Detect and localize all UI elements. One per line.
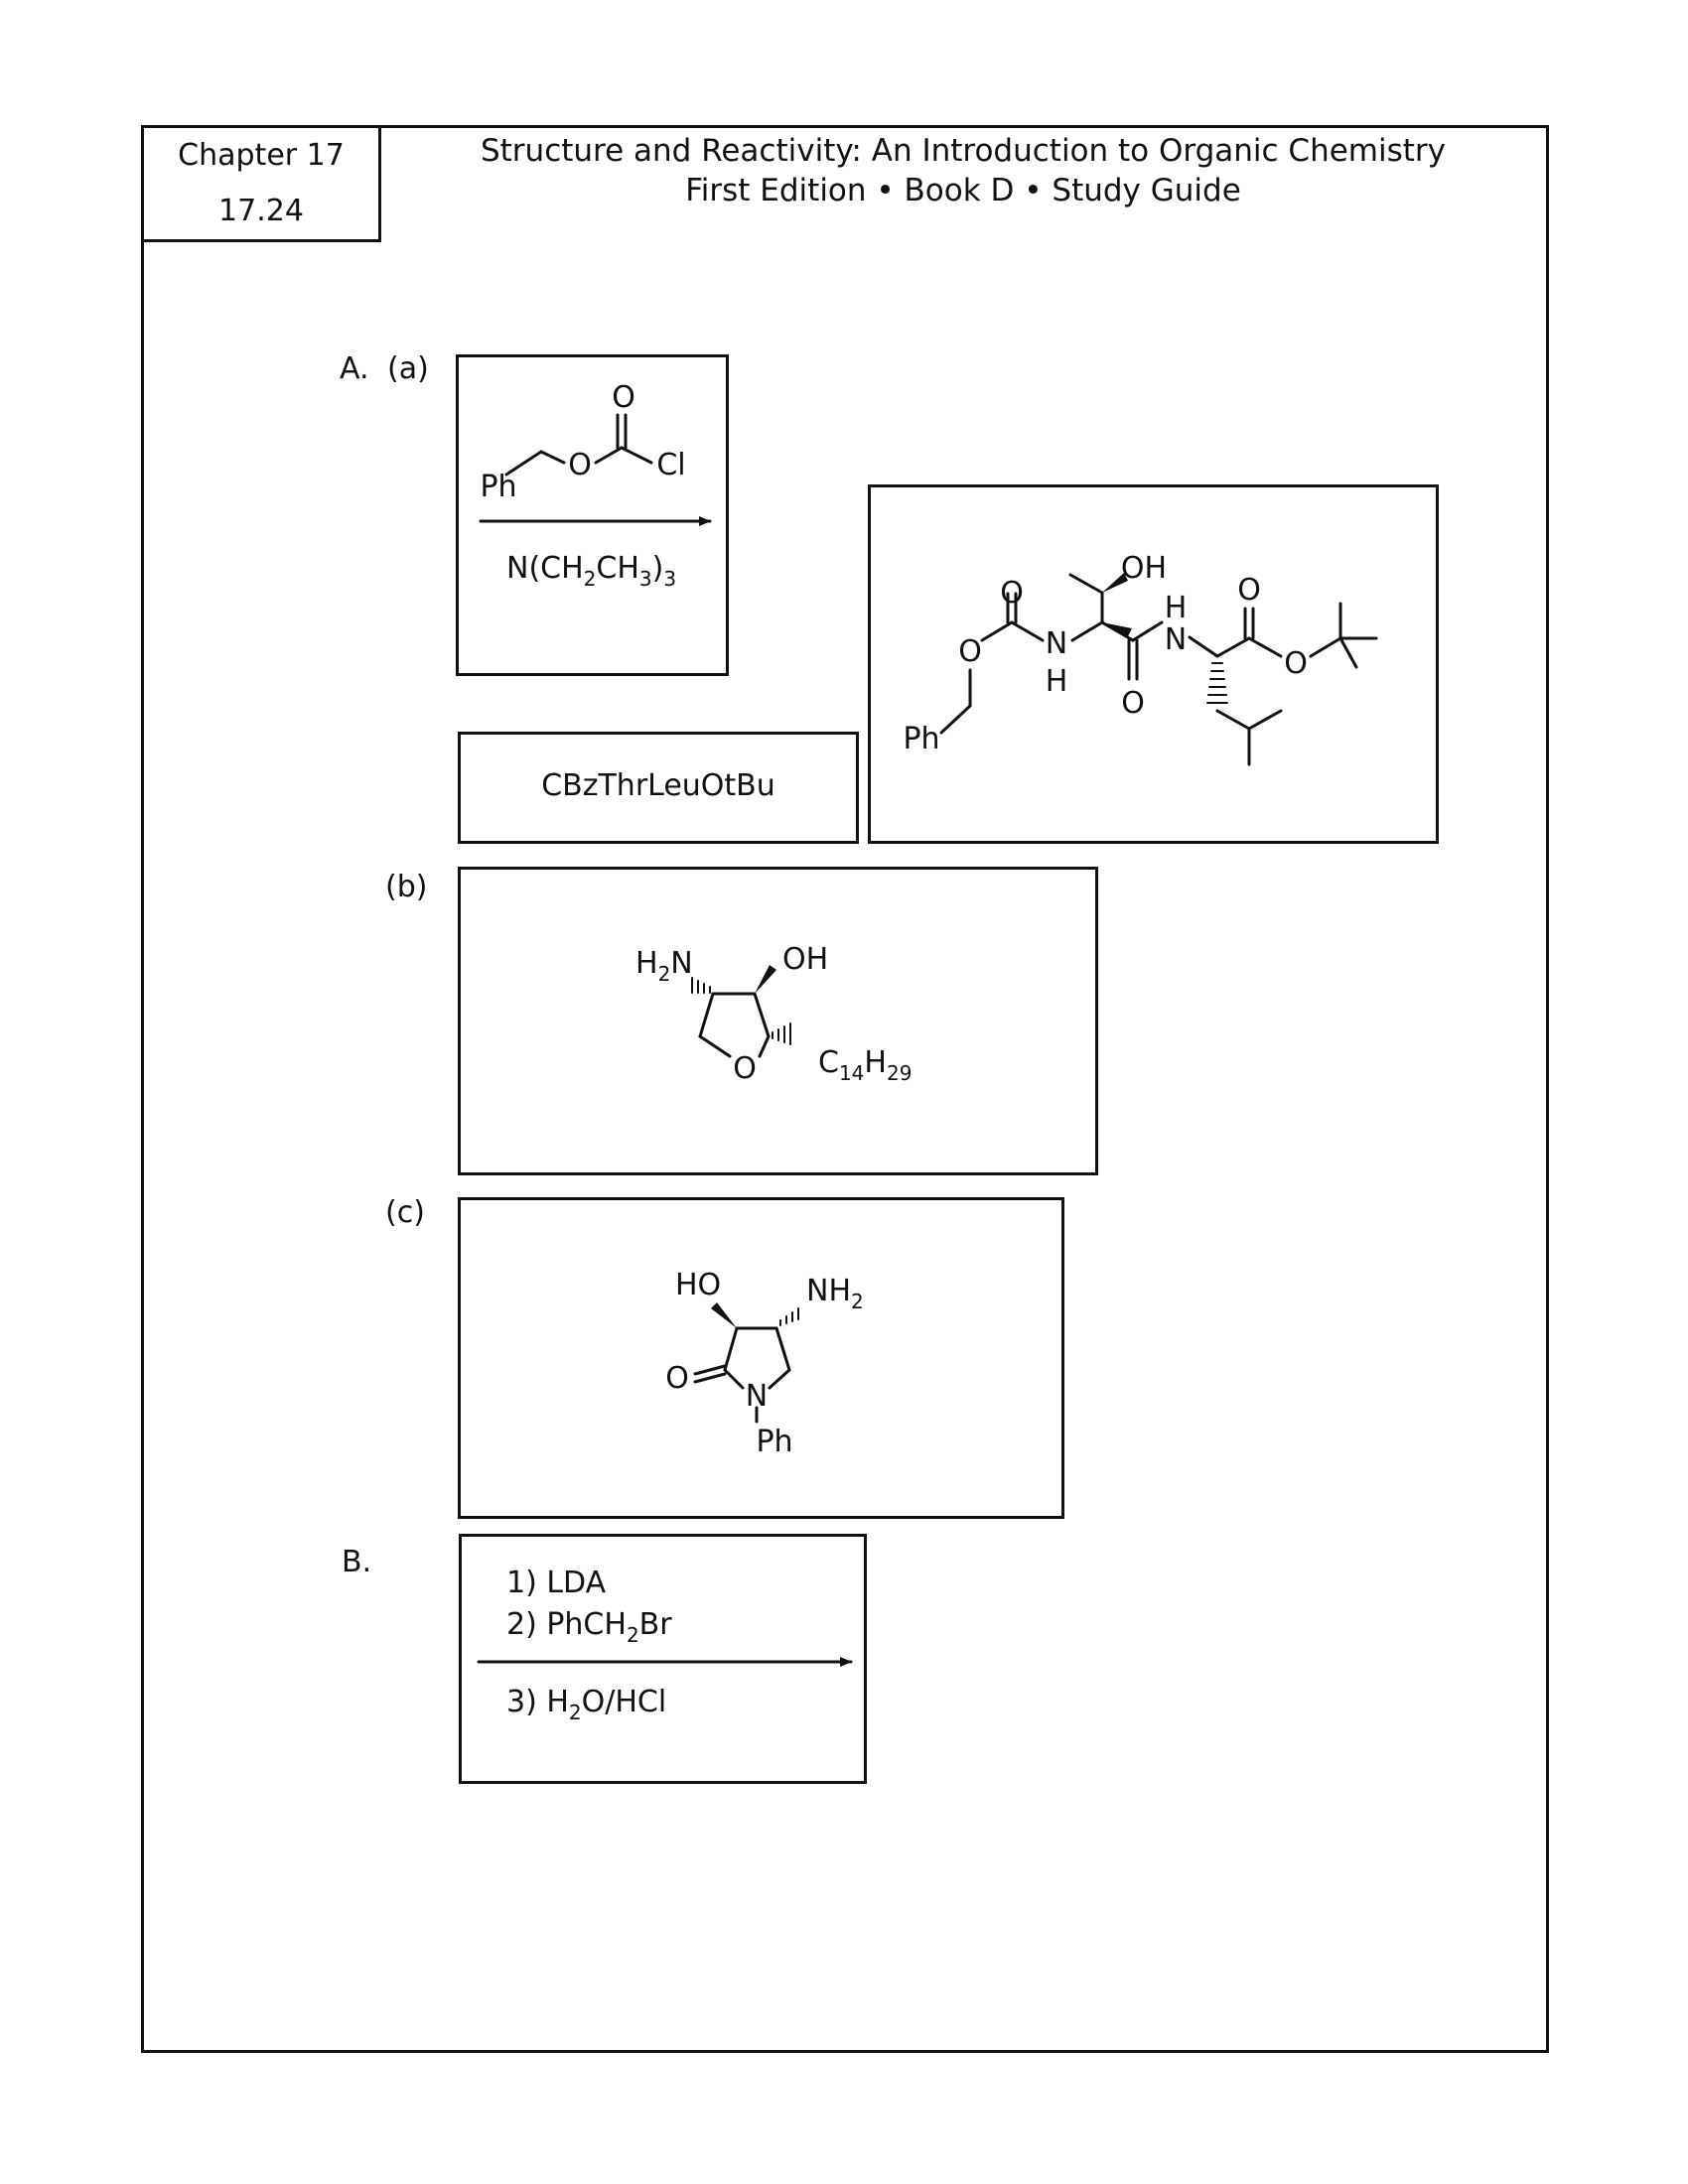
atom-o4: O — [1237, 573, 1261, 608]
atom-n2: N — [1165, 622, 1187, 657]
label-A: A. — [340, 351, 369, 386]
atom-oh: OH — [1121, 551, 1167, 586]
chapter-label: Chapter 17 — [178, 138, 345, 173]
atom-o2: O — [958, 634, 982, 669]
amino-pyrrolidinone-structure — [693, 1326, 791, 1424]
step-1: 1) LDA — [506, 1566, 607, 1600]
page-frame — [141, 125, 1549, 2053]
label-c: (c) — [385, 1195, 425, 1230]
compound-name: CBzThrLeuOtBu — [541, 768, 775, 803]
base-triethylamine: N(CH2CH3)3 — [506, 551, 676, 591]
cbz-thr-leu-otbu-structure — [939, 573, 1378, 766]
book-title: Structure and Reactivity: An Introductio… — [480, 133, 1447, 169]
atom-o3: O — [1121, 686, 1145, 721]
group-nh2-c: NH2 — [806, 1274, 864, 1313]
group-ph: Ph — [480, 470, 516, 504]
atom-o-carbonyl-c: O — [665, 1361, 689, 1396]
reagent-box-a — [456, 354, 729, 676]
group-ph-c: Ph — [756, 1425, 792, 1459]
group-h2n: H2N — [635, 946, 693, 986]
chapter-box: Chapter 17 17.24 — [141, 125, 381, 242]
atom-o5: O — [1284, 646, 1308, 681]
group-oh-b: OH — [782, 942, 828, 977]
group-ph-product: Ph — [903, 722, 939, 756]
amino-oxolane-structure — [698, 992, 771, 1058]
structure-box-b — [458, 867, 1098, 1175]
atom-o-ether: O — [568, 448, 592, 482]
group-c14h29: C14H29 — [818, 1045, 912, 1085]
atom-n-c: N — [746, 1379, 768, 1414]
reagent-box-B — [459, 1534, 867, 1784]
step-2: 2) PhCH2Br — [506, 1607, 672, 1647]
structure-box-c — [458, 1197, 1064, 1519]
atom-o-carbonyl: O — [612, 380, 635, 415]
book-subtitle: First Edition • Book D • Study Guide — [685, 173, 1241, 208]
label-b: (b) — [385, 870, 428, 904]
group-ho-c: HO — [675, 1268, 721, 1302]
atom-o-ring-b: O — [733, 1051, 757, 1086]
atom-h1: H — [1046, 664, 1068, 699]
atom-o1: O — [1000, 576, 1024, 611]
label-a: (a) — [387, 351, 429, 386]
book-header: Structure and Reactivity: An Introductio… — [417, 131, 1509, 210]
atom-cl: Cl — [656, 448, 685, 482]
step-3: 3) H2O/HCl — [506, 1685, 666, 1724]
name-box-a: CBzThrLeuOtBu — [458, 732, 859, 844]
product-box-a — [868, 484, 1439, 844]
problem-number: 17.24 — [218, 194, 304, 228]
cbz-chloride-structure — [504, 413, 653, 477]
label-B: B. — [342, 1545, 372, 1579]
atom-n1: N — [1046, 626, 1067, 661]
atom-h2: H — [1165, 591, 1188, 625]
